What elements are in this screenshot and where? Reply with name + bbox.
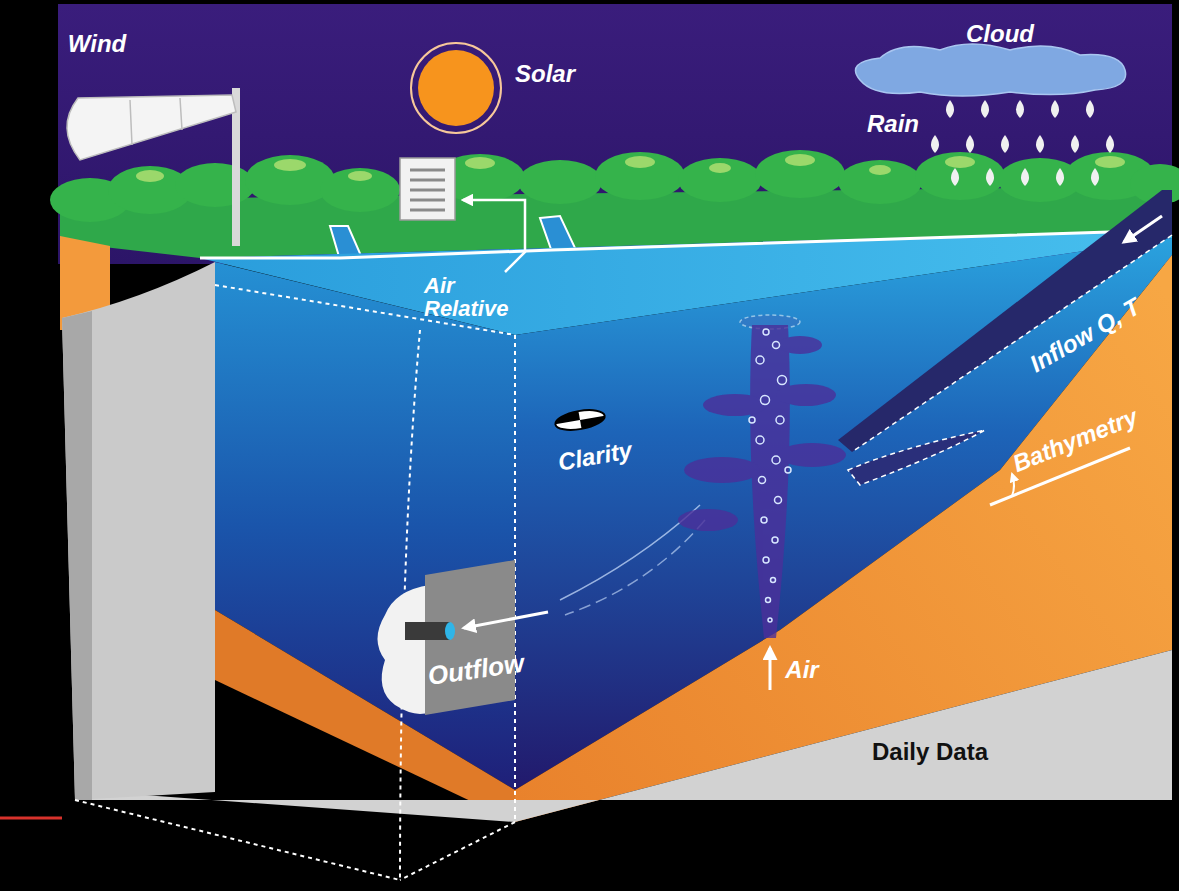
air-label: Air <box>785 657 818 682</box>
clarity-label: Clarity <box>556 437 634 475</box>
bathymetry-label: Bathymetry <box>1009 404 1141 477</box>
outflow-label: Outflow <box>426 650 526 690</box>
data-note: Daily Data <box>872 739 988 764</box>
inflow-label: Inflow Q, T <box>1026 293 1145 376</box>
weather-label: Cloud <box>966 21 1034 46</box>
weather-label: Wind <box>68 31 126 56</box>
weather-label: Solar <box>515 61 575 86</box>
sensor-label: Air Relative <box>424 274 536 320</box>
weather-label: Rain <box>867 111 919 136</box>
